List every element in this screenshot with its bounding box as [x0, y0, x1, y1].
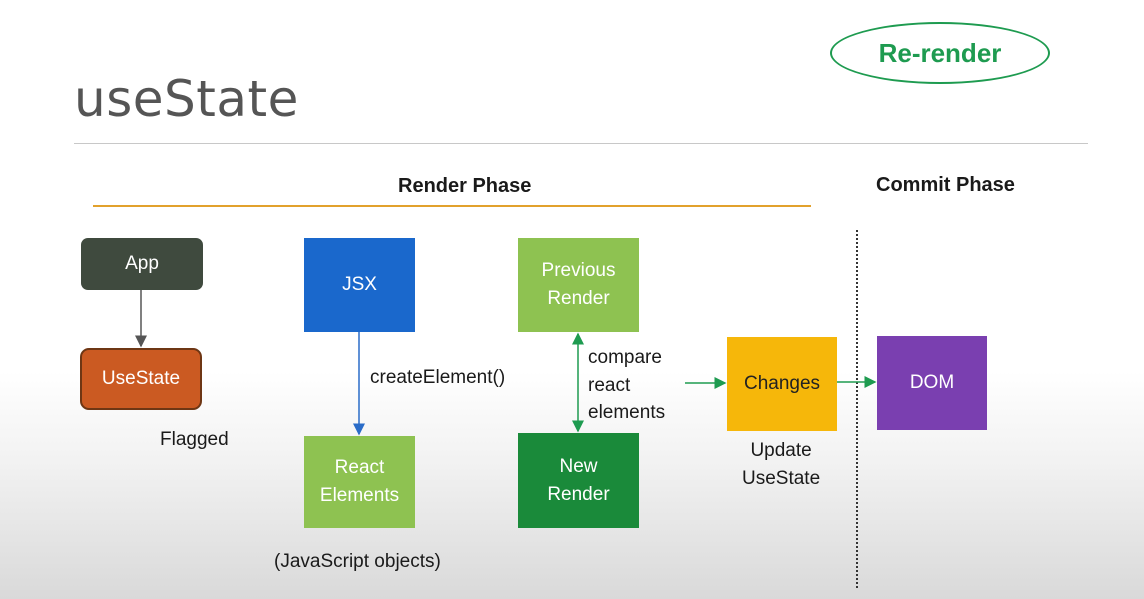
compare-label: compare react elements: [588, 347, 666, 424]
javascript-objects-label: (JavaScript objects): [274, 551, 441, 572]
new-render-node: New Render: [518, 433, 639, 528]
render-phase-heading: Render Phase: [398, 175, 532, 197]
create-element-label: createElement(): [370, 367, 506, 388]
title-divider: [74, 143, 1088, 144]
slide-title: useState: [74, 70, 299, 128]
update-usestate-label: Update UseState: [742, 440, 821, 489]
usestate-node: UseState: [80, 348, 202, 410]
flagged-label: Flagged: [160, 429, 229, 450]
render-phase-underline: [93, 205, 811, 207]
app-node: App: [81, 238, 203, 290]
phase-divider: [856, 230, 858, 588]
changes-node: Changes: [727, 337, 837, 431]
jsx-node: JSX: [304, 238, 415, 332]
commit-phase-heading: Commit Phase: [876, 174, 1015, 196]
react-elements-node: React Elements: [304, 436, 415, 528]
previous-render-node: Previous Render: [518, 238, 639, 332]
rerender-badge: Re-render: [830, 22, 1050, 84]
dom-node: DOM: [877, 336, 987, 430]
